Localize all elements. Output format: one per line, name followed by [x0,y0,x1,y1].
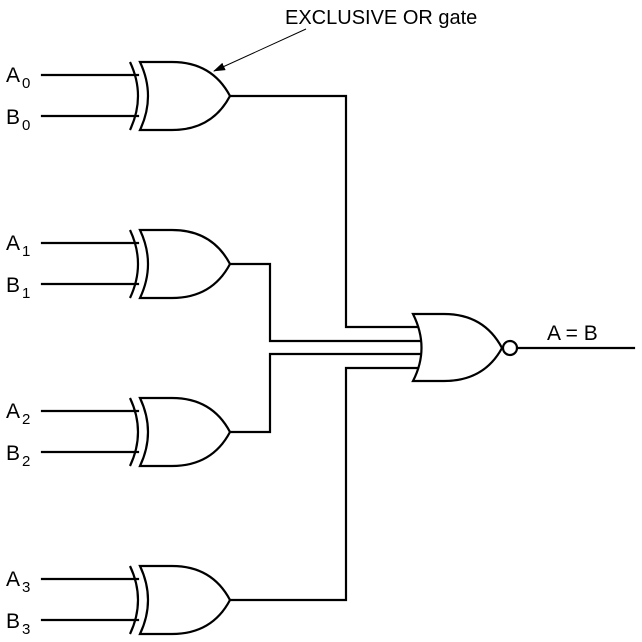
xor-back-curve [129,61,140,131]
label-a1: A [6,232,20,255]
output-label: A = B [547,322,598,345]
xor-gate-3: A 3 B 3 [6,564,232,638]
label-b2: B [6,442,20,465]
wire-xor1-to-nor [228,262,426,343]
xor-back-curve [129,565,140,635]
label-b1-sub: 1 [22,285,30,302]
label-a0-sub: 0 [22,75,30,92]
callout-arrow [213,28,307,72]
label-b0: B [6,106,20,129]
callout-label: EXCLUSIVE OR gate [285,7,477,29]
xor-body [138,228,232,300]
label-a2-sub: 2 [22,411,30,428]
wire-xor3-to-nor [228,366,424,602]
label-a2: A [6,400,20,423]
xor-gate-2: A 2 B 2 [6,396,232,470]
label-a1-sub: 1 [22,243,30,260]
xor-body [138,60,232,132]
label-b0-sub: 0 [22,117,30,134]
xor-gate-0: A 0 B 0 [6,60,232,134]
xor-gate-1: A 1 B 1 [6,228,232,302]
xor-body [138,564,232,636]
label-a3-sub: 3 [22,579,30,596]
label-b2-sub: 2 [22,453,30,470]
xor-back-curve [129,229,140,299]
label-b3-sub: 3 [22,621,30,638]
nor-gate: A = B [411,312,636,383]
xor-back-curve [129,397,140,467]
label-b3: B [6,610,20,633]
wire-xor2-to-nor [228,352,426,434]
label-a0: A [6,64,20,87]
label-a3: A [6,568,20,591]
wire-xor0-to-nor [228,94,424,329]
nor-inversion-bubble [501,339,519,357]
xor-body [138,396,232,468]
label-b1: B [6,274,20,297]
nor-body [411,312,504,383]
